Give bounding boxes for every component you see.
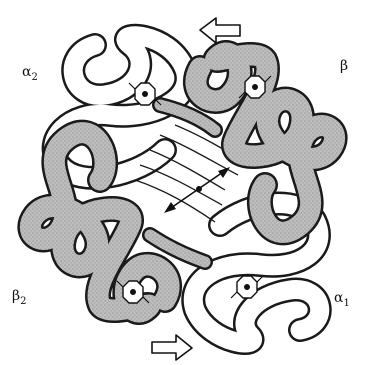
label-beta2: β2 <box>12 288 26 307</box>
open-arrow-left-icon <box>200 18 240 43</box>
label-beta1: β <box>340 58 348 74</box>
label-alpha1: α1 <box>334 290 350 309</box>
label-alpha2: α2 <box>22 64 38 83</box>
beta2-subunit <box>30 133 205 312</box>
open-arrow-right-icon <box>152 335 192 360</box>
